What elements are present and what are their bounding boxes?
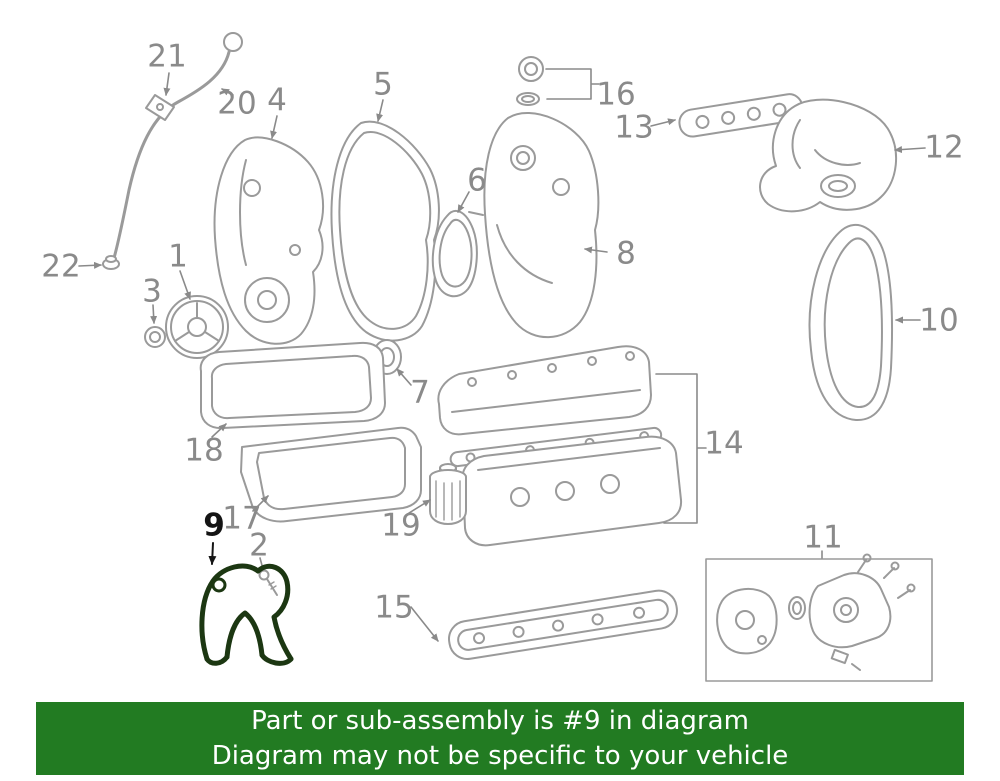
callout-22[interactable]: 22 (41, 248, 81, 285)
callout-20[interactable]: 20 (217, 85, 257, 122)
leader-lines (78, 68, 926, 642)
leader-22 (78, 261, 102, 269)
banner-line2: Diagram may not be specific to your vehi… (211, 740, 789, 771)
callout-3[interactable]: 3 (142, 273, 162, 310)
leader-4 (270, 115, 278, 139)
callout-2[interactable]: 2 (249, 527, 269, 564)
leader-7 (396, 368, 412, 386)
part-16-oil-cap-and-ring (516, 56, 544, 106)
callout-9-highlighted[interactable]: 9 (203, 507, 225, 544)
callout-5[interactable]: 5 (373, 66, 393, 103)
callout-18[interactable]: 18 (184, 432, 224, 469)
part-17-oil-pan (240, 426, 422, 523)
bracket-16 (545, 68, 600, 100)
part-11-oil-pump-group (705, 553, 933, 682)
part-19-oil-filter (429, 463, 467, 525)
callout-9-arrow (208, 542, 217, 565)
callout-8[interactable]: 8 (616, 235, 636, 272)
dipstick-assembly (102, 32, 243, 270)
parts-diagram-canvas (78, 32, 933, 682)
part-6-gasket (431, 209, 478, 298)
callout-4[interactable]: 4 (267, 82, 287, 119)
callout-15[interactable]: 15 (374, 589, 414, 626)
callout-10[interactable]: 10 (919, 302, 959, 339)
callout-16[interactable]: 16 (596, 76, 636, 113)
callout-17[interactable]: 17 (222, 500, 262, 537)
leader-8 (584, 246, 608, 254)
part-3-crank-seal (144, 326, 166, 348)
leader-1 (179, 270, 191, 300)
leader-15 (410, 606, 439, 642)
callout-11[interactable]: 11 (803, 519, 843, 556)
leader-12 (894, 146, 926, 154)
leader-5 (376, 99, 384, 122)
callout-12[interactable]: 12 (924, 129, 964, 166)
callout-21[interactable]: 21 (147, 38, 187, 75)
callout-13[interactable]: 13 (614, 109, 654, 146)
part-12-intake-manifold (759, 98, 898, 213)
info-banner: Part or sub-assembly is #9 in diagram Di… (36, 702, 964, 775)
part-9-timing-cover-gasket[interactable] (199, 563, 294, 666)
callout-19[interactable]: 19 (381, 507, 421, 544)
callout-14[interactable]: 14 (704, 425, 744, 462)
leader-19 (408, 499, 431, 514)
leader-3 (150, 304, 158, 324)
callout-1[interactable]: 1 (168, 238, 188, 275)
part-5-front-cover-gasket (330, 120, 440, 342)
leader-13 (650, 118, 676, 127)
leader-18 (211, 423, 227, 438)
banner-line1: Part or sub-assembly is #9 in diagram (251, 706, 749, 737)
part-10-seal-ring (808, 224, 894, 422)
bracket-14 (655, 373, 707, 524)
leader-20 (221, 88, 234, 96)
part-18-oil-pan-gasket (199, 341, 386, 430)
leader-6 (457, 191, 470, 213)
callout-7[interactable]: 7 (410, 374, 430, 411)
leader-17 (252, 495, 269, 512)
callout-6[interactable]: 6 (467, 162, 487, 199)
part-1-crank-pulley (165, 295, 229, 359)
part-4-timing-cover (213, 136, 325, 345)
part-14-valve-covers (437, 345, 683, 547)
part-8-front-cover (468, 112, 600, 339)
part-15-valve-cover-gasket (448, 589, 678, 661)
leader-21 (163, 72, 171, 96)
part-2-bolt (258, 569, 278, 596)
